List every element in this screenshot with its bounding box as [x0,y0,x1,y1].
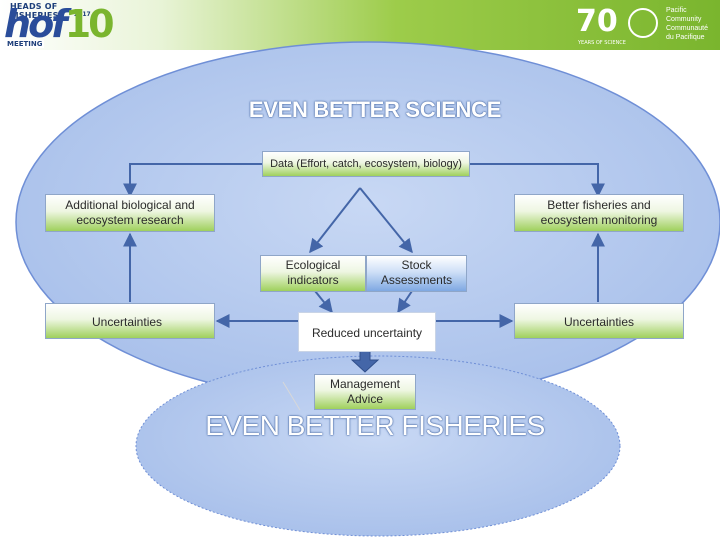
even-better-science-title: EVEN BETTER SCIENCE [248,97,502,122]
stock-assessments-box: Stock Assessments [366,255,467,292]
logo-wordmark-of: of [28,2,68,46]
monitoring-box-line: ecosystem monitoring [540,213,658,227]
arrow-stock-to-reduced [397,290,413,314]
pacific-community-logo: 70 YEARS OF SCIENCE Pacific Community Co… [576,4,716,48]
spc-emblem-icon [628,8,658,38]
logo-70-tagline: YEARS OF SCIENCE [578,40,626,46]
reduced-uncertainty-box: Reduced uncertainty [298,312,436,352]
research-box: Additional biological and ecosystem rese… [45,194,215,232]
ecological-indicators-box: Ecological indicators [260,255,366,292]
spc-name-line: Community [666,16,702,23]
logo-hof10-wordmark: hof10 [4,2,115,46]
heads-of-fisheries-logo: HEADS OF FISHERIES 2017 hof10 MEETING [4,2,115,48]
left-uncertainties-box: Uncertainties [45,303,215,339]
data-box: Data (Effort, catch, ecosystem, biology) [262,151,470,177]
advice-box-line: Management [329,377,401,391]
right-uncertainties-box: Uncertainties [514,303,684,339]
management-advice-box: Management Advice [314,374,416,410]
fisheries-divider [282,381,301,411]
arrow-eco-to-reduced [314,290,333,314]
monitoring-box-line: Better fisheries and [547,198,651,212]
logo-meeting-text: MEETING [6,40,44,48]
spc-name-line: du Pacifique [666,34,705,41]
arrow-data-to-research [123,163,262,198]
advice-box-line: Advice [346,392,384,406]
logo-70-mark: 70 [576,4,618,39]
stock-box-line: Stock [401,258,432,272]
header-bar: HEADS OF FISHERIES 2017 hof10 MEETING 70… [0,0,720,50]
eco-box-line: indicators [287,273,339,287]
spc-name: Pacific Community Communauté du Pacifiqu… [666,6,716,42]
logo-wordmark-10: 10 [64,2,115,46]
spc-name-line: Pacific [666,7,687,14]
logo-heads-of-fisheries-text: HEADS OF FISHERIES [10,2,59,20]
arrow-data-to-eco [309,187,361,254]
arrow-data-to-monitoring [470,163,605,198]
logo-wordmark-h: h [4,2,31,46]
research-box-line: ecosystem research [76,213,184,227]
stock-box-line: Assessments [380,273,453,287]
logo-year: 2017 [74,11,91,18]
eco-box-line: Ecological [285,258,341,272]
monitoring-box: Better fisheries and ecosystem monitorin… [514,194,684,232]
spc-name-line: Communauté [666,25,709,32]
fisheries-ellipse [135,355,621,537]
research-box-line: Additional biological and [65,198,195,212]
arrow-data-to-stock [359,187,413,254]
even-better-fisheries-title: EVEN BETTER FISHERIES [205,410,545,441]
